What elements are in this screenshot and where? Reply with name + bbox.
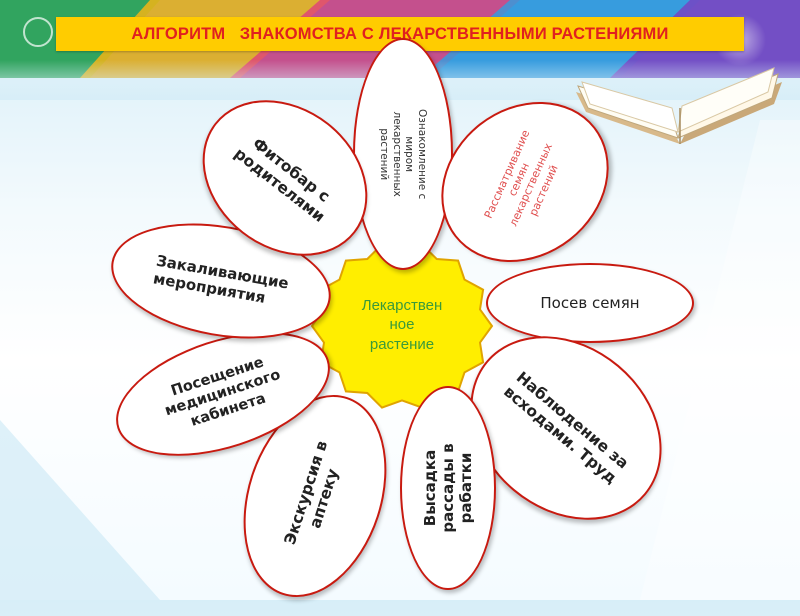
petal-shape	[400, 386, 496, 590]
petal-shape	[486, 263, 694, 343]
title-bar: АЛГОРИТМ ЗНАКОМСТВА С ЛЕКАРСТВЕННЫМИ РАС…	[56, 17, 744, 51]
petal-label: Ознакомление с миром лекарственных расте…	[378, 108, 429, 200]
petal-acquaintance: Ознакомление с миром лекарственных расте…	[353, 38, 453, 270]
center-label: Лекарствен ное растение	[361, 296, 443, 353]
petal-sowing: Посев семян	[486, 263, 694, 343]
flower-center: Лекарствен ное растение	[312, 240, 492, 410]
open-book-icon	[576, 67, 782, 144]
petal-planting: Высадка рассады в рабатки	[400, 386, 496, 590]
petal-label: Высадка рассады в рабатки	[421, 443, 475, 533]
page-title: АЛГОРИТМ ЗНАКОМСТВА С ЛЕКАРСТВЕННЫМИ РАС…	[131, 24, 669, 43]
petal-shape	[353, 38, 453, 270]
petal-label: Посев семян	[540, 294, 640, 312]
